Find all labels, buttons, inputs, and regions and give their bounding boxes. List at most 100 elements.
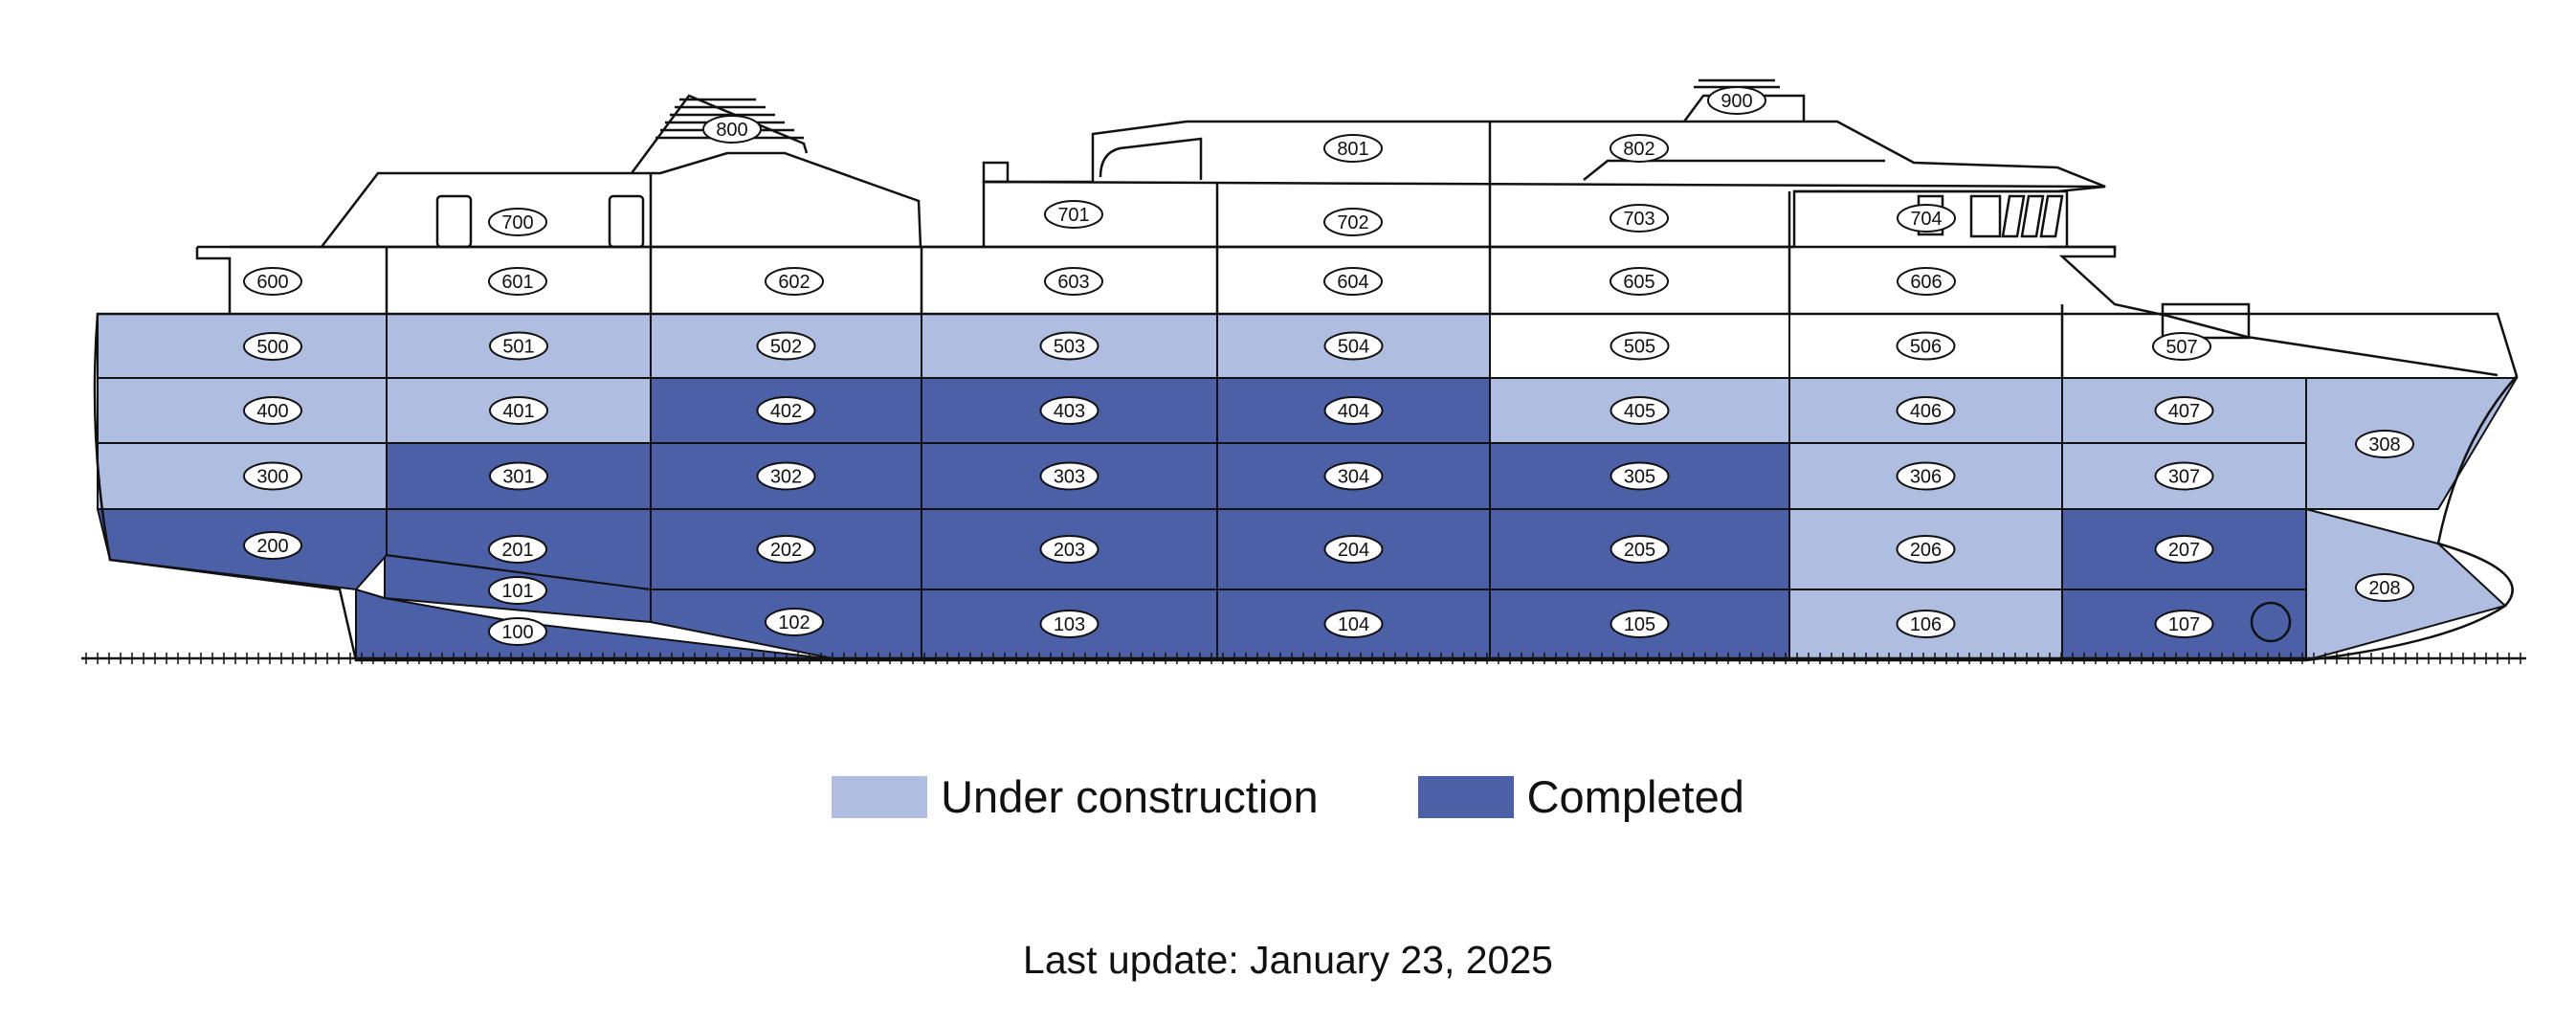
svg-text:104: 104 — [1338, 614, 1369, 635]
block-label-405: 405 — [1610, 396, 1670, 425]
block-label-600: 600 — [243, 267, 302, 296]
block-label-308: 308 — [2355, 430, 2414, 458]
legend-item-completed: Completed — [1417, 770, 1744, 823]
svg-text:604: 604 — [1337, 272, 1368, 293]
block-label-506: 506 — [1896, 331, 1956, 361]
block-label-404: 404 — [1323, 396, 1384, 425]
block-label-101: 101 — [488, 576, 547, 605]
last-update-text: Last update: January 23, 2025 — [1023, 938, 1553, 982]
block-label-208: 208 — [2355, 573, 2414, 602]
svg-text:603: 603 — [1057, 272, 1089, 293]
svg-text:300: 300 — [256, 467, 288, 488]
block-label-107: 107 — [2154, 610, 2214, 638]
block-label-401: 401 — [489, 396, 548, 425]
block-300 — [97, 442, 388, 510]
block-label-103: 103 — [1039, 610, 1099, 638]
block-label-204: 204 — [1323, 535, 1384, 564]
block-label-303: 303 — [1039, 461, 1099, 491]
svg-text:606: 606 — [1910, 272, 1942, 293]
svg-text:504: 504 — [1338, 337, 1369, 358]
block-label-205: 205 — [1610, 535, 1670, 564]
svg-text:700: 700 — [501, 212, 533, 233]
svg-text:600: 600 — [256, 272, 288, 293]
block-label-703: 703 — [1610, 204, 1669, 233]
block-label-300: 300 — [243, 461, 302, 491]
block-label-106: 106 — [1896, 610, 1956, 638]
svg-text:303: 303 — [1054, 467, 1085, 488]
block-label-800: 800 — [702, 115, 762, 144]
svg-text:701: 701 — [1057, 205, 1089, 226]
block-label-406: 406 — [1896, 396, 1956, 425]
block-label-203: 203 — [1039, 535, 1099, 564]
svg-text:302: 302 — [770, 467, 802, 488]
legend-label-under-construction: Under construction — [941, 771, 1319, 822]
legend: Under construction Completed — [0, 770, 2576, 823]
block-500 — [97, 313, 388, 379]
svg-text:401: 401 — [502, 401, 534, 422]
svg-text:601: 601 — [501, 272, 533, 293]
svg-text:403: 403 — [1054, 401, 1085, 422]
svg-text:402: 402 — [770, 401, 802, 422]
svg-text:605: 605 — [1623, 272, 1654, 293]
block-label-201: 201 — [488, 535, 547, 564]
svg-text:203: 203 — [1054, 540, 1085, 561]
svg-text:407: 407 — [2168, 401, 2200, 422]
block-label-402: 402 — [756, 396, 816, 425]
svg-text:102: 102 — [778, 612, 810, 633]
legend-item-under-construction: Under construction — [832, 770, 1319, 823]
svg-text:206: 206 — [1910, 540, 1942, 561]
svg-text:305: 305 — [1624, 467, 1655, 488]
block-400 — [97, 377, 388, 444]
svg-text:801: 801 — [1337, 139, 1368, 160]
block-label-400: 400 — [243, 396, 302, 425]
svg-text:400: 400 — [256, 401, 288, 422]
svg-text:106: 106 — [1910, 614, 1942, 635]
block-label-305: 305 — [1610, 461, 1670, 491]
block-label-307: 307 — [2154, 461, 2214, 491]
svg-text:506: 506 — [1910, 337, 1942, 358]
svg-text:404: 404 — [1338, 401, 1369, 422]
block-label-207: 207 — [2154, 535, 2214, 564]
svg-text:500: 500 — [256, 337, 288, 358]
block-label-102: 102 — [765, 608, 824, 636]
svg-text:205: 205 — [1624, 540, 1655, 561]
block-label-104: 104 — [1323, 610, 1384, 638]
block-label-206: 206 — [1896, 535, 1956, 564]
block-label-604: 604 — [1323, 267, 1383, 296]
block-label-501: 501 — [489, 331, 548, 361]
svg-text:107: 107 — [2168, 614, 2200, 635]
block-label-603: 603 — [1044, 267, 1103, 296]
svg-text:308: 308 — [2368, 434, 2400, 455]
block-label-700: 700 — [488, 208, 547, 236]
svg-text:602: 602 — [778, 272, 810, 293]
svg-text:507: 507 — [2165, 337, 2197, 358]
svg-text:800: 800 — [716, 120, 747, 141]
svg-text:702: 702 — [1337, 212, 1368, 233]
svg-text:301: 301 — [502, 467, 534, 488]
ship-outline — [81, 78, 2526, 664]
block-label-105: 105 — [1610, 610, 1670, 638]
svg-text:207: 207 — [2168, 540, 2200, 561]
block-label-407: 407 — [2154, 396, 2214, 425]
svg-text:505: 505 — [1624, 337, 1655, 358]
block-cells — [96, 313, 2519, 662]
block-label-605: 605 — [1610, 267, 1669, 296]
svg-text:306: 306 — [1910, 467, 1942, 488]
block-label-704: 704 — [1897, 204, 1956, 233]
block-label-504: 504 — [1323, 331, 1384, 361]
svg-text:304: 304 — [1338, 467, 1369, 488]
block-label-802: 802 — [1610, 134, 1669, 163]
block-label-702: 702 — [1323, 208, 1383, 236]
svg-text:405: 405 — [1624, 401, 1655, 422]
svg-text:307: 307 — [2168, 467, 2200, 488]
block-label-606: 606 — [1897, 267, 1956, 296]
svg-text:208: 208 — [2368, 578, 2400, 599]
block-label-304: 304 — [1323, 461, 1384, 491]
block-label-507: 507 — [2152, 332, 2211, 361]
block-label-100: 100 — [488, 617, 547, 646]
block-label-301: 301 — [489, 461, 548, 491]
block-label-403: 403 — [1039, 396, 1099, 425]
block-label-502: 502 — [756, 331, 816, 361]
svg-text:704: 704 — [1910, 209, 1942, 230]
